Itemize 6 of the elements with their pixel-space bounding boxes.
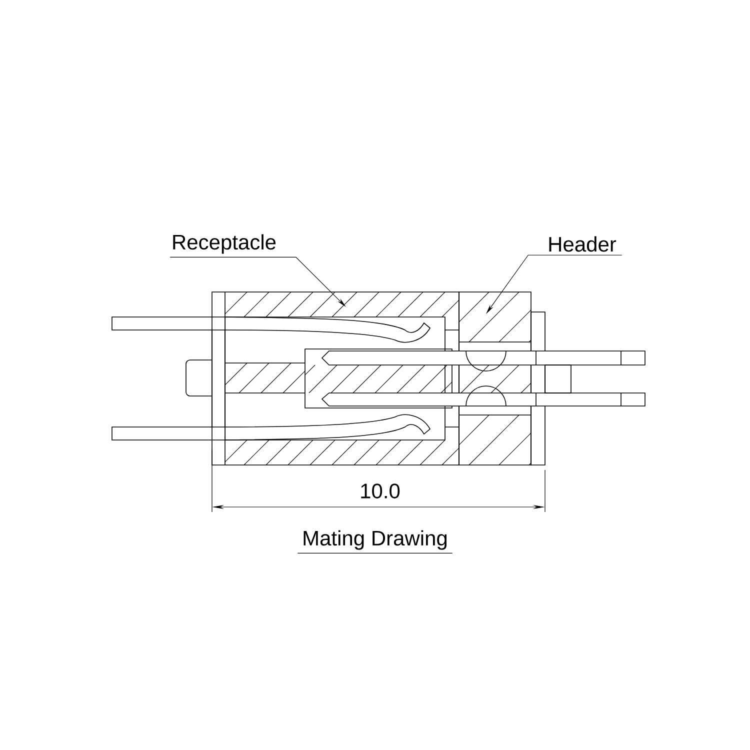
housing-section	[212, 292, 460, 466]
caption: Mating Drawing	[297, 530, 453, 554]
part-label: Receptacle	[173, 234, 276, 254]
dimension-value: 10.0	[361, 484, 400, 498]
header-housing-section	[458, 292, 532, 466]
part-label: Header	[549, 236, 616, 252]
